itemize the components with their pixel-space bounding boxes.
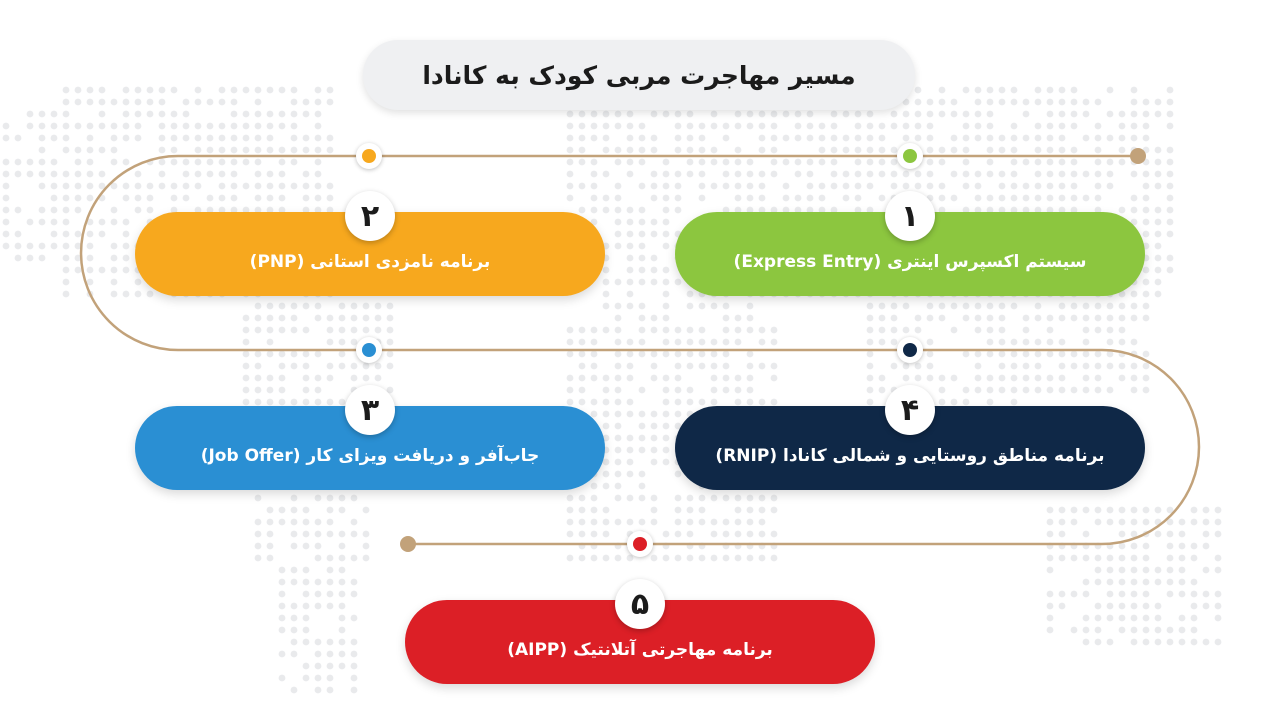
step-2-marker: [356, 143, 382, 169]
step-3-marker: [356, 337, 382, 363]
step-4-card: برنامه مناطق روستایی و شمالی کانادا (RNI…: [675, 406, 1145, 490]
step-4-marker: [897, 337, 923, 363]
step-5-label: برنامه مهاجرتی آتلانتیک (AIPP): [507, 640, 773, 660]
step-3-number: ۳: [345, 385, 395, 435]
step-1-number: ۱: [885, 191, 935, 241]
step-3-label: جاب‌آفر و دریافت ویزای کار (Job Offer): [200, 446, 540, 466]
step-1-marker: [897, 143, 923, 169]
timeline-end-dot: [400, 536, 416, 552]
step-2-label: برنامه نامزدی استانی (PNP): [249, 252, 491, 272]
timeline-start-dot: [1130, 148, 1146, 164]
step-4-number: ۴: [885, 385, 935, 435]
step-5-card: برنامه مهاجرتی آتلانتیک (AIPP): [405, 600, 875, 684]
step-5-number: ۵: [615, 579, 665, 629]
diagram-title: مسیر مهاجرت مربی کودک به کانادا: [422, 60, 856, 90]
step-4-label: برنامه مناطق روستایی و شمالی کانادا (RNI…: [715, 446, 1105, 466]
title-pill: مسیر مهاجرت مربی کودک به کانادا: [363, 40, 915, 110]
timeline-line: [79, 154, 1201, 546]
step-5-marker: [627, 531, 653, 557]
step-1-label: سیستم اکسپرس اینتری (Express Entry): [733, 252, 1087, 272]
step-2-number: ۲: [345, 191, 395, 241]
